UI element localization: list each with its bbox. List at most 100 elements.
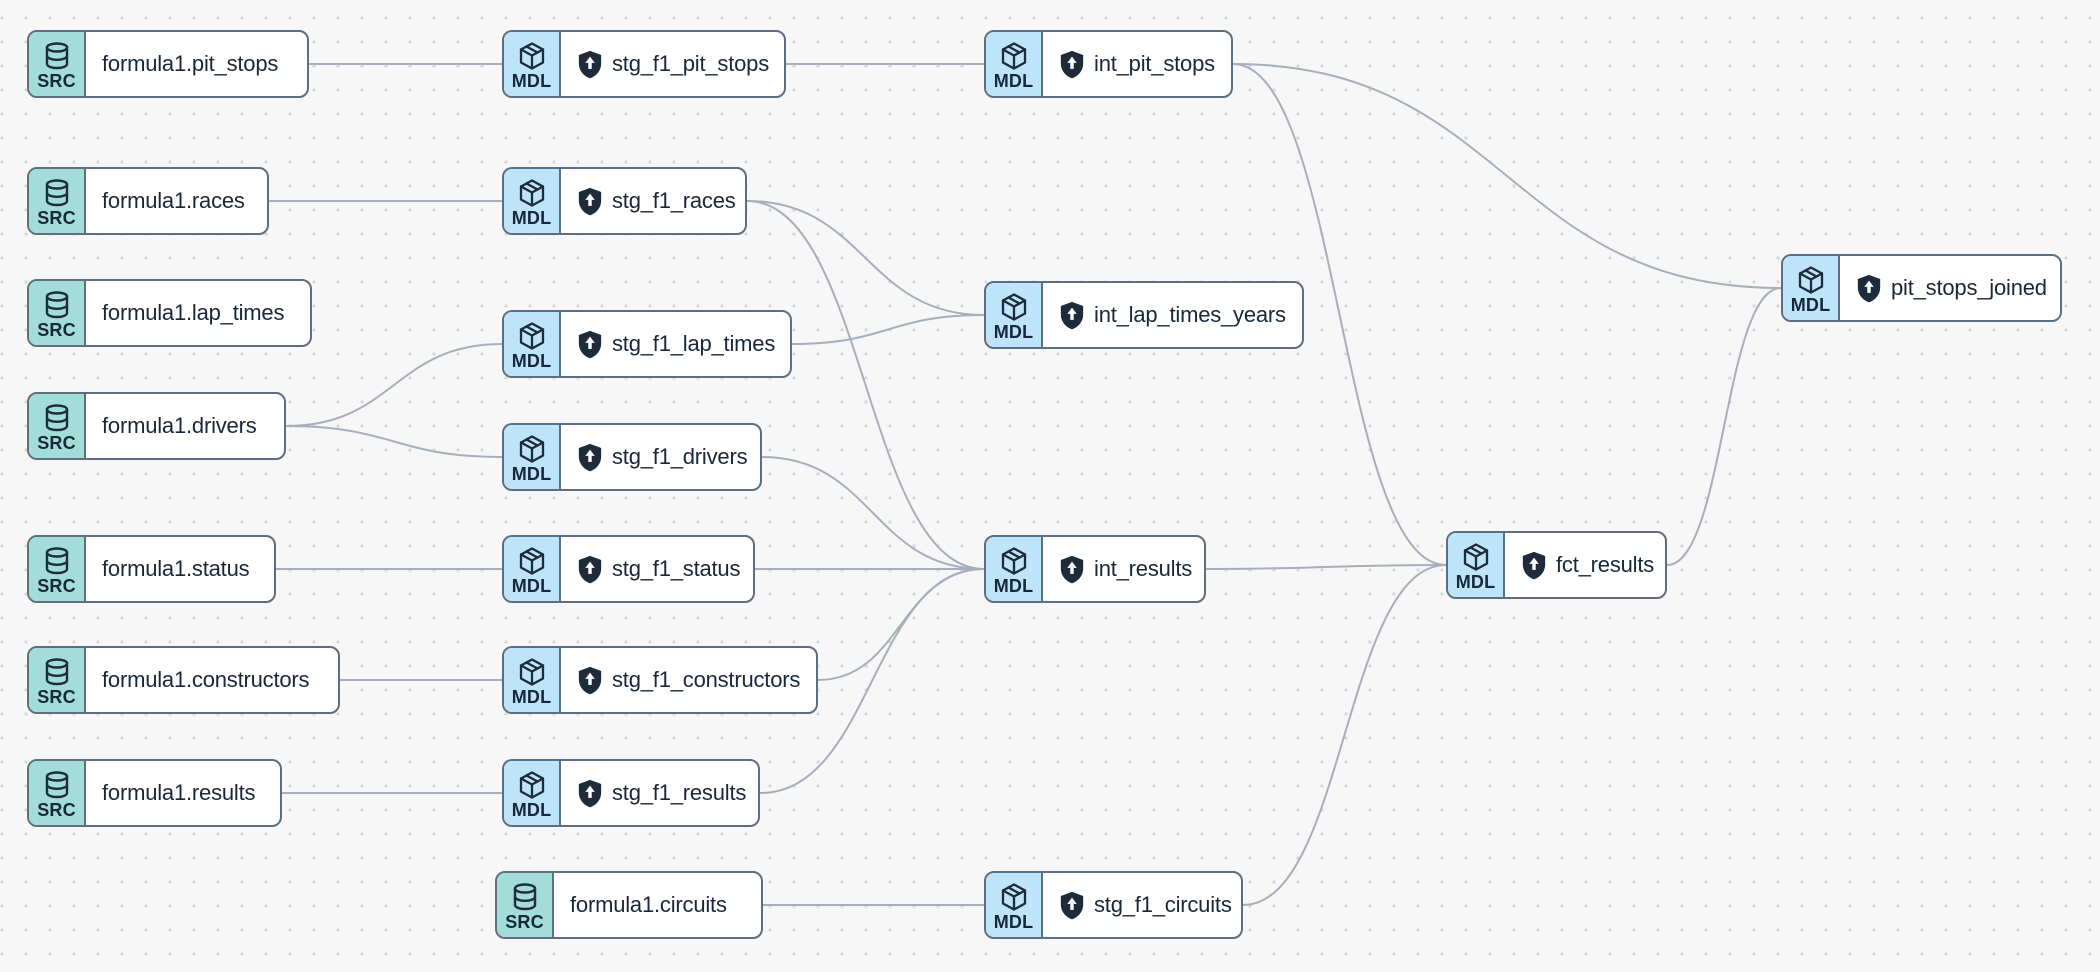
node-label: formula1.lap_times — [102, 300, 285, 325]
node-label: int_results — [1094, 556, 1193, 581]
node-type-badge: MDL — [511, 799, 552, 820]
node-type-badge: MDL — [1455, 571, 1496, 592]
shield-icon — [578, 779, 602, 807]
node-type-badge: SRC — [37, 319, 76, 340]
node-stg_f1_constructors[interactable]: MDL stg_f1_constructors — [502, 646, 818, 714]
node-type-badge: SRC — [37, 207, 76, 228]
node-label: fct_results — [1556, 552, 1655, 577]
source-icon-cell: SRC — [29, 648, 86, 712]
node-label-cell: formula1.races — [86, 169, 267, 233]
node-stg_f1_drivers[interactable]: MDL stg_f1_drivers — [502, 423, 762, 491]
edge-stg_f1_circuits-to-fct_results — [1242, 564, 1447, 906]
node-label: stg_f1_status — [612, 556, 741, 581]
node-label: stg_f1_constructors — [612, 667, 801, 692]
database-icon — [45, 178, 68, 206]
node-label-cell: formula1.drivers — [86, 394, 284, 458]
node-pit_stops_joined[interactable]: MDL pit_stops_joined — [1781, 254, 2062, 322]
node-fct_results[interactable]: MDL fct_results — [1446, 531, 1667, 599]
model-icon-cell: MDL — [504, 425, 561, 489]
node-label-cell: stg_f1_constructors — [561, 648, 816, 712]
shield-icon — [578, 330, 602, 358]
node-src_pit_stops[interactable]: SRC formula1.pit_stops — [27, 30, 309, 98]
node-src_races[interactable]: SRC formula1.races — [27, 167, 269, 235]
node-type-badge: MDL — [1790, 294, 1831, 315]
package-icon — [519, 178, 544, 207]
node-label: formula1.circuits — [570, 892, 727, 917]
node-label-cell: stg_f1_results — [561, 761, 758, 825]
node-stg_f1_lap_times[interactable]: MDL stg_f1_lap_times — [502, 310, 792, 378]
node-stg_f1_pit_stops[interactable]: MDL stg_f1_pit_stops — [502, 30, 786, 98]
node-type-badge: MDL — [511, 70, 552, 91]
node-label-cell: stg_f1_lap_times — [561, 312, 790, 376]
node-label-cell: stg_f1_status — [561, 537, 753, 601]
package-icon — [519, 657, 544, 686]
node-stg_f1_status[interactable]: MDL stg_f1_status — [502, 535, 755, 603]
node-label-cell: formula1.constructors — [86, 648, 338, 712]
shield-icon — [1060, 555, 1084, 583]
model-icon-cell: MDL — [504, 32, 561, 96]
node-int_lap_times_years[interactable]: MDL int_lap_times_years — [984, 281, 1304, 349]
database-icon — [45, 41, 68, 69]
node-type-badge: MDL — [511, 686, 552, 707]
model-icon-cell: MDL — [986, 873, 1043, 937]
model-icon-cell: MDL — [504, 312, 561, 376]
node-src_lap_times[interactable]: SRC formula1.lap_times — [27, 279, 312, 347]
edge-fct_results-to-pit_stops_joined — [1666, 287, 1782, 566]
model-icon-cell: MDL — [504, 761, 561, 825]
node-type-badge: MDL — [511, 207, 552, 228]
node-label-cell: formula1.results — [86, 761, 280, 825]
node-stg_f1_races[interactable]: MDL stg_f1_races — [502, 167, 747, 235]
node-int_pit_stops[interactable]: MDL int_pit_stops — [984, 30, 1233, 98]
database-icon — [45, 657, 68, 685]
node-type-badge: MDL — [511, 463, 552, 484]
node-type-badge: MDL — [993, 321, 1034, 342]
node-label-cell: int_pit_stops — [1043, 32, 1231, 96]
model-icon-cell: MDL — [504, 169, 561, 233]
package-icon — [1001, 882, 1026, 911]
model-icon-cell: MDL — [986, 32, 1043, 96]
node-stg_f1_results[interactable]: MDL stg_f1_results — [502, 759, 760, 827]
node-label-cell: formula1.status — [86, 537, 274, 601]
model-icon-cell: MDL — [1448, 533, 1505, 597]
node-label-cell: int_lap_times_years — [1043, 283, 1302, 347]
node-type-badge: MDL — [993, 70, 1034, 91]
node-label-cell: stg_f1_races — [561, 169, 746, 233]
source-icon-cell: SRC — [29, 281, 86, 345]
model-icon-cell: MDL — [986, 537, 1043, 601]
node-src_status[interactable]: SRC formula1.status — [27, 535, 276, 603]
source-icon-cell: SRC — [29, 32, 86, 96]
node-label: formula1.pit_stops — [102, 51, 279, 76]
edge-stg_f1_results-to-int_results — [759, 568, 985, 794]
node-type-badge: SRC — [37, 575, 76, 596]
shield-icon — [578, 666, 602, 694]
node-int_results[interactable]: MDL int_results — [984, 535, 1206, 603]
model-icon-cell: MDL — [1783, 256, 1840, 320]
node-label: stg_f1_races — [612, 188, 736, 213]
edge-stg_f1_races-to-int_results — [746, 200, 985, 570]
package-icon — [1001, 41, 1026, 70]
database-icon — [45, 546, 68, 574]
database-icon — [513, 882, 536, 910]
node-label: formula1.drivers — [102, 413, 257, 438]
node-label-cell: int_results — [1043, 537, 1204, 601]
package-icon — [519, 41, 544, 70]
shield-icon — [1060, 301, 1084, 329]
edge-src_drivers-to-stg_f1_drivers — [285, 425, 503, 458]
package-icon — [1001, 292, 1026, 321]
node-type-badge: SRC — [37, 70, 76, 91]
package-icon — [1798, 265, 1823, 294]
node-label: formula1.results — [102, 780, 256, 805]
model-icon-cell: MDL — [504, 648, 561, 712]
node-label: stg_f1_circuits — [1094, 892, 1232, 917]
node-label-cell: stg_f1_pit_stops — [561, 32, 784, 96]
edge-stg_f1_lap_times-to-int_lap_times_years — [791, 314, 985, 345]
node-stg_f1_circuits[interactable]: MDL stg_f1_circuits — [984, 871, 1243, 939]
shield-icon — [578, 443, 602, 471]
database-icon — [45, 770, 68, 798]
node-label-cell: formula1.lap_times — [86, 281, 310, 345]
